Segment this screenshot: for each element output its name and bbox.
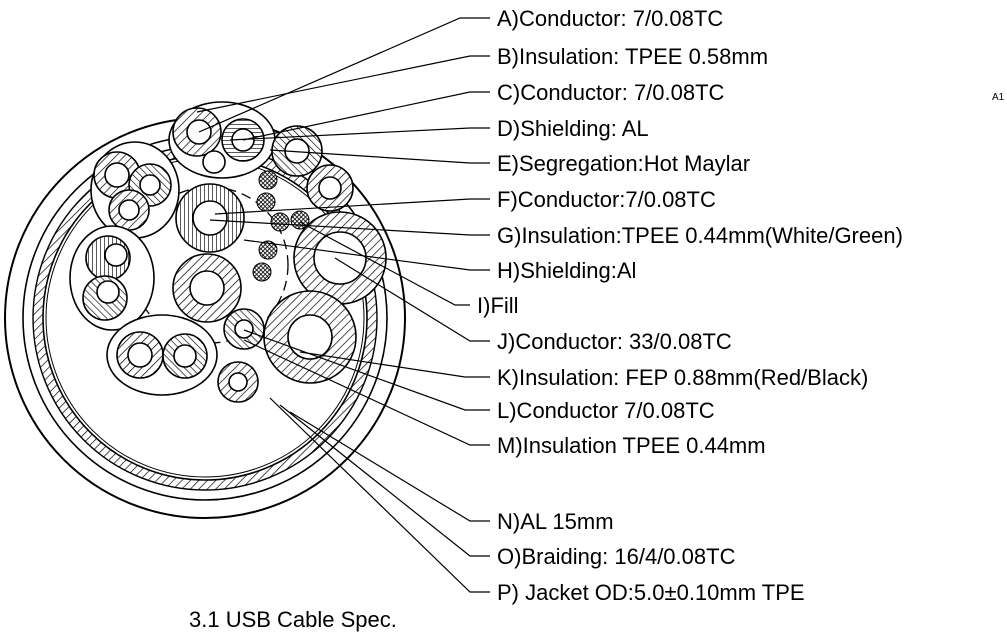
label-h: H)Shielding:Al	[497, 258, 636, 283]
caption: 3.1 USB Cable Spec.	[189, 607, 397, 632]
pair-upper-right	[271, 125, 354, 212]
cable-cross-section	[4, 101, 406, 519]
label-g: G)Insulation:TPEE 0.44mm(White/Green)	[497, 223, 903, 248]
power-pair	[263, 211, 387, 384]
label-d: D)Shielding: AL	[497, 116, 649, 141]
label-j: J)Conductor: 33/0.08TC	[497, 329, 732, 354]
label-f: F)Conductor:7/0.08TC	[497, 187, 716, 212]
label-n: N)AL 15mm	[497, 509, 614, 534]
label-a: A)Conductor: 7/0.08TC	[497, 6, 723, 31]
pair-left	[69, 225, 155, 331]
label-l: L)Conductor 7/0.08TC	[497, 398, 715, 423]
pair-bottom-left	[106, 314, 218, 396]
leader-lines	[196, 17, 490, 593]
corner-mark: A1	[992, 92, 1005, 103]
pair-top	[168, 101, 276, 179]
label-e: E)Segregation:Hot Maylar	[497, 151, 750, 176]
label-i: I)Fill	[477, 293, 519, 318]
label-o: O)Braiding: 16/4/0.08TC	[497, 544, 736, 569]
small-conductors	[217, 308, 265, 403]
center-pair	[172, 183, 245, 323]
label-c: C)Conductor: 7/0.08TC	[497, 80, 725, 105]
label-m: M)Insulation TPEE 0.44mm	[497, 433, 766, 458]
label-b: B)Insulation: TPEE 0.58mm	[497, 44, 768, 69]
labels: A)Conductor: 7/0.08TC B)Insulation: TPEE…	[189, 6, 1005, 632]
label-p: P) Jacket OD:5.0±0.10mm TPE	[497, 580, 805, 605]
label-k: K)Insulation: FEP 0.88mm(Red/Black)	[497, 365, 868, 390]
pair-upper-left	[90, 141, 180, 239]
